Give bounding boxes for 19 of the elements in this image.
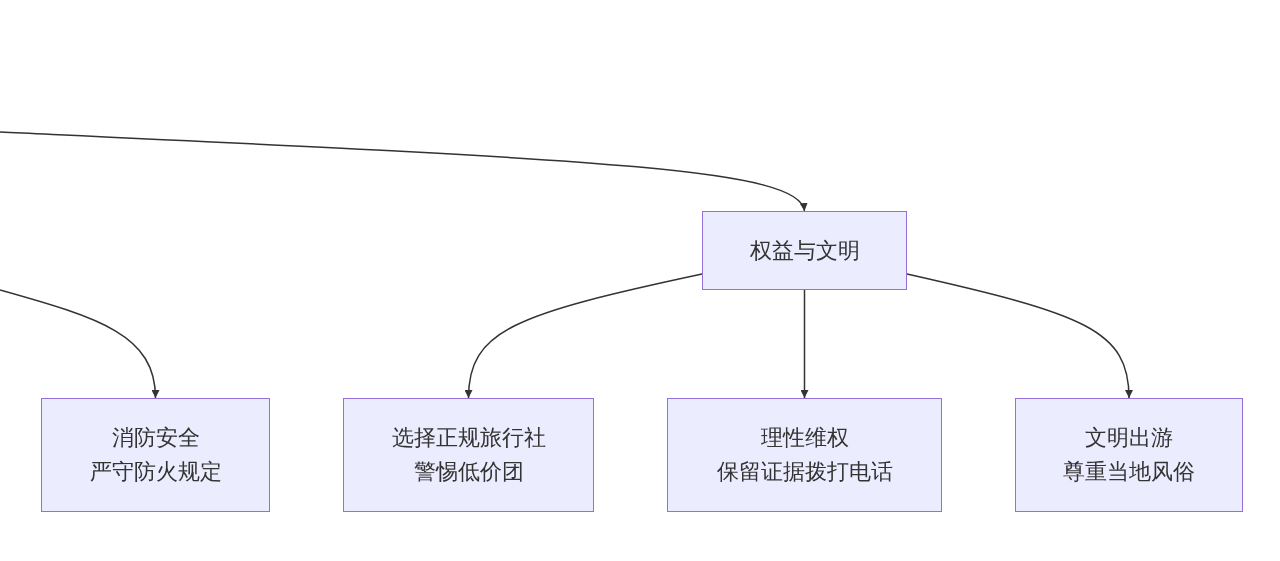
box-text: 警惕低价团 bbox=[413, 458, 524, 486]
box-text: 保留证据拨打电话 bbox=[716, 458, 893, 486]
process-box bbox=[41, 398, 270, 512]
box-text: 尊重当地风俗 bbox=[1063, 458, 1195, 486]
arrow bbox=[465, 273, 703, 399]
box-text: 选择正规旅行社 bbox=[391, 424, 546, 452]
arrow bbox=[800, 289, 809, 399]
box-text: 文明出游 bbox=[1085, 424, 1173, 452]
process-box bbox=[343, 398, 594, 512]
process-box bbox=[702, 211, 907, 290]
box-text: 权益与文明 bbox=[749, 236, 860, 265]
box-text: 理性维权 bbox=[760, 424, 849, 452]
arrow bbox=[906, 273, 1133, 399]
process-box bbox=[1015, 398, 1243, 512]
process-box bbox=[667, 398, 942, 512]
box-text: 严守防火规定 bbox=[89, 458, 222, 486]
box-text: 消防安全 bbox=[111, 424, 200, 452]
arrow bbox=[0, 289, 159, 399]
arrow bbox=[0, 131, 806, 212]
